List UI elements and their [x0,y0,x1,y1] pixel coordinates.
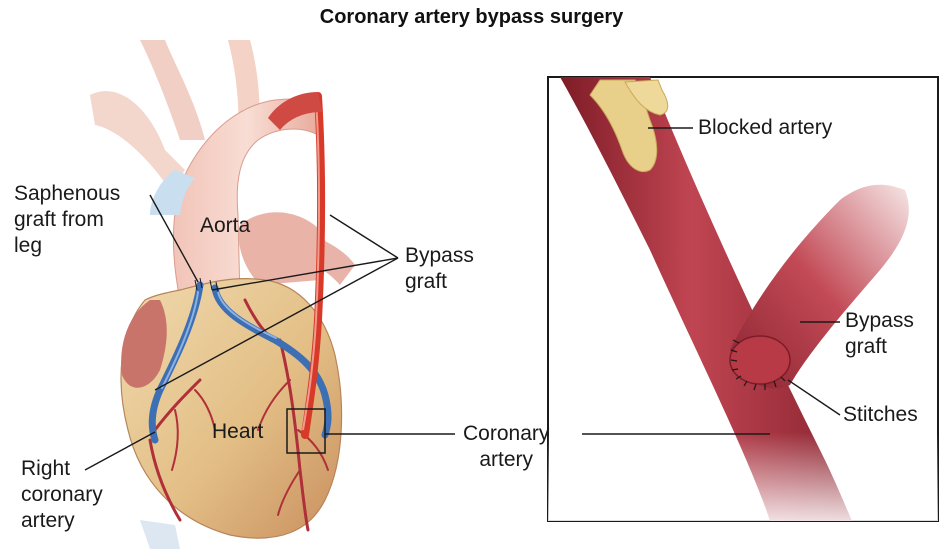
label-coronary-line2: artery [463,447,549,473]
label-saphenous-line2: graft from [14,207,120,233]
label-right-coronary-line1: Right [21,456,103,482]
label-stitches: Stitches [843,402,918,428]
magnified-inset [548,77,938,521]
label-heart: Heart [212,419,263,445]
label-aorta: Aorta [200,213,250,239]
label-bypass-left-line2: graft [405,269,474,295]
label-bypass-graft-right: Bypass graft [845,308,914,360]
label-right-coronary-artery: Right coronary artery [21,456,103,534]
inferior-vessel [140,520,180,549]
label-saphenous-graft: Saphenous graft from leg [14,181,120,259]
label-bypass-graft-left: Bypass graft [405,243,474,295]
label-bypass-left-line1: Bypass [405,243,474,269]
label-right-coronary-line2: coronary [21,482,103,508]
label-right-coronary-line3: artery [21,508,103,534]
label-blocked-artery: Blocked artery [698,115,832,141]
label-bypass-right-line2: graft [845,334,914,360]
label-bypass-right-line1: Bypass [845,308,914,334]
heart-illustration [90,40,355,549]
pulmonary-trunk [239,212,328,285]
label-saphenous-line1: Saphenous [14,181,120,207]
page-title: Coronary artery bypass surgery [0,6,943,29]
label-coronary-artery: Coronary artery [463,421,549,473]
label-coronary-line1: Coronary [463,421,549,447]
label-saphenous-line3: leg [14,233,120,259]
